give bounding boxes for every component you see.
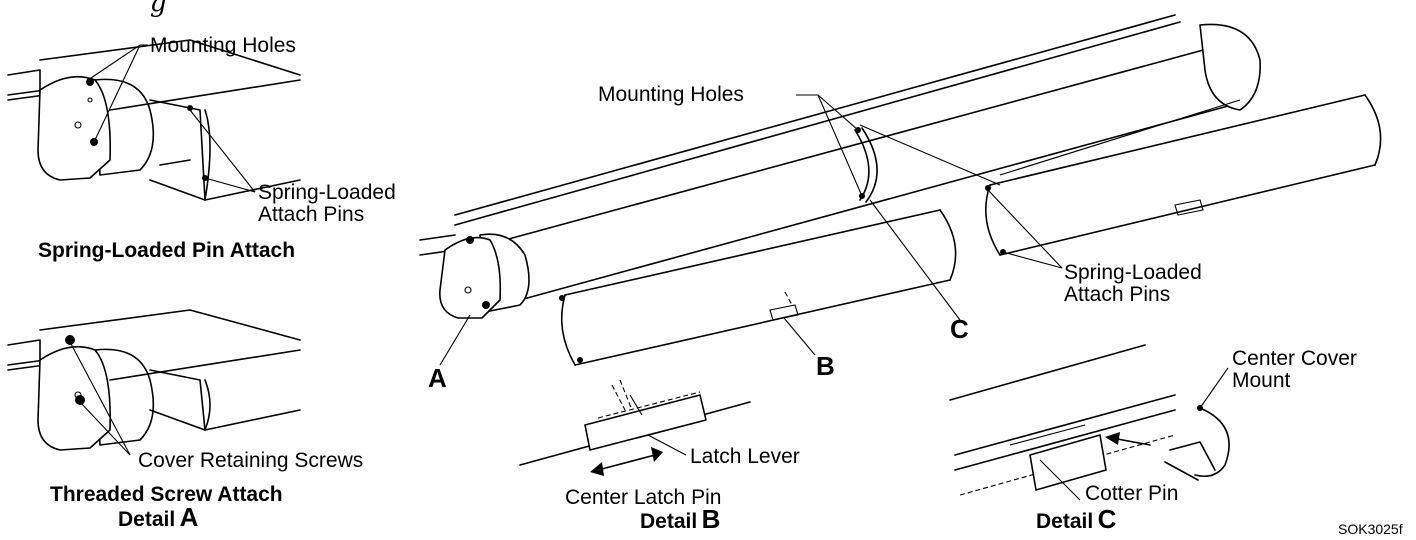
detail-a-spring-pin-drawing [7,39,301,201]
page-fragment-text: g [150,0,167,18]
cover-retaining-screws-label: Cover Retaining Screws [138,449,364,472]
center-cover-mount-label-line2: Mount [1232,369,1291,392]
detail-b-letter: B [701,504,721,534]
detail-a-caption: Detail A [118,504,198,531]
mounting-holes-label-main: Mounting Holes [598,83,744,106]
detail-c-caption: Detail C [1036,506,1116,533]
spring-pins-label-left-line2: Attach Pins [258,203,365,226]
figure-code: SOK3025f [1338,521,1403,537]
detail-b-drawing [519,379,751,476]
detail-a-letter: A [179,502,199,532]
cotter-pin-label: Cotter Pin [1085,482,1179,505]
detail-c-drawing [949,344,1230,501]
detail-b-prefix: Detail [640,510,698,533]
spring-pins-label-main-line1: Spring-Loaded [1064,261,1202,284]
detail-a-threaded-screw-drawing [7,309,301,456]
spring-pin-attach-title: Spring-Loaded Pin Attach [38,239,296,262]
threaded-screw-attach-title: Threaded Screw Attach [50,483,283,506]
detail-c-callout-letter: C [950,314,969,344]
detail-b-callout-letter: B [816,351,835,381]
detail-c-prefix: Detail [1036,510,1094,533]
detail-a-callout-letter: A [428,363,447,393]
mounting-holes-label-left: Mounting Holes [150,34,296,57]
spring-pins-label-left-line1: Spring-Loaded [258,181,396,204]
latch-lever-label: Latch Lever [690,445,800,468]
detail-c-letter: C [1097,504,1117,534]
detail-a-prefix: Detail [118,508,176,531]
spring-pins-label-main-line2: Attach Pins [1064,283,1171,306]
center-cover-mount-label-line1: Center Cover [1232,347,1357,370]
detail-b-caption: Detail B [640,506,720,533]
center-latch-pin-label: Center Latch Pin [565,486,722,509]
main-assembly-drawing [419,14,1382,366]
